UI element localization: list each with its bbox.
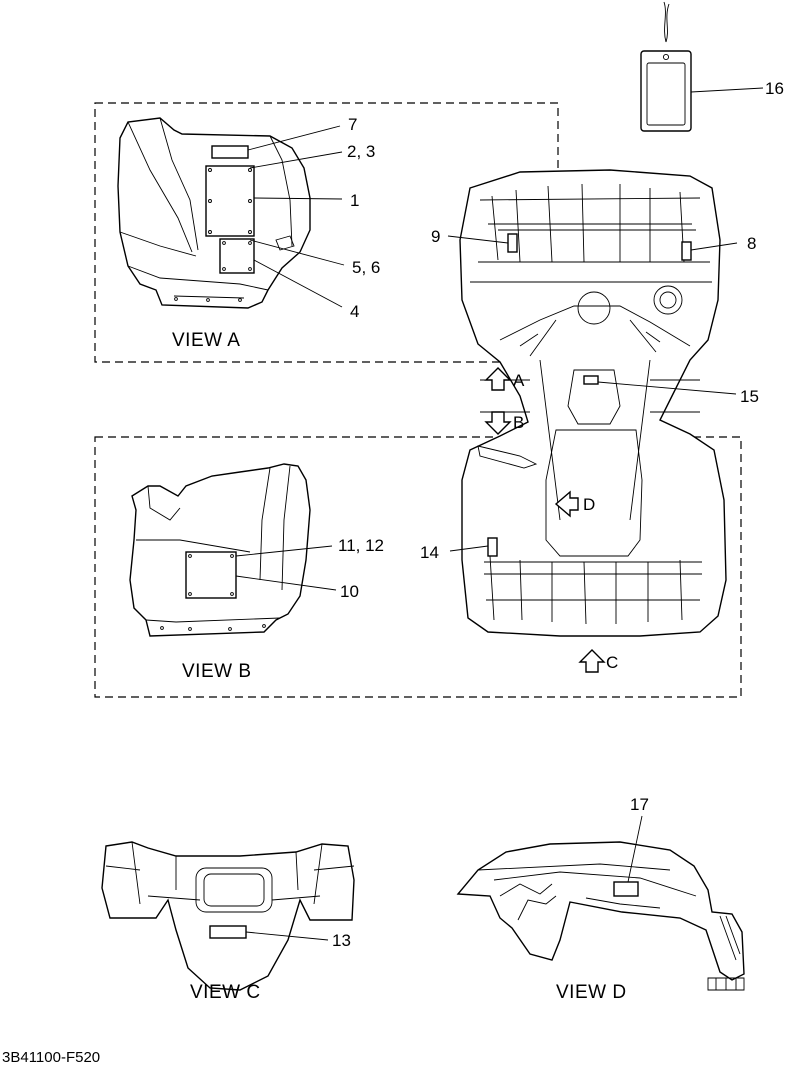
arrow-c-letter: C <box>606 653 618 672</box>
view-b-fender <box>129 463 311 637</box>
view-c-label: VIEW C <box>190 982 261 1003</box>
arrow-a-icon <box>484 367 512 391</box>
callout-5-6: 5, 6 <box>352 258 380 277</box>
view-d-label: VIEW D <box>556 982 627 1003</box>
arrow-b-icon <box>484 411 512 435</box>
callout-11-12: 11, 12 <box>338 536 384 555</box>
arrow-a-letter: A <box>513 371 525 390</box>
view-c-panel <box>101 841 355 991</box>
callout-14: 14 <box>420 543 439 562</box>
callout-8: 8 <box>747 234 756 253</box>
arrow-d-letter: D <box>583 495 595 514</box>
callout-2-3: 2, 3 <box>347 142 375 161</box>
arrow-c-icon <box>578 649 606 673</box>
view-b-leaders <box>235 545 337 591</box>
callout-17: 17 <box>630 795 649 814</box>
callout-9: 9 <box>431 227 440 246</box>
leader-13 <box>245 931 329 941</box>
atv-top-view <box>459 169 727 637</box>
callout-16: 16 <box>765 79 784 98</box>
callout-15: 15 <box>740 387 759 406</box>
leader-16 <box>690 87 764 93</box>
callout-1: 1 <box>350 191 359 210</box>
view-a-labels <box>205 145 255 274</box>
callout-13: 13 <box>332 931 351 950</box>
figure-code: 3B41100-F520 <box>2 1049 100 1066</box>
callout-4: 4 <box>350 302 359 321</box>
atv-leaders <box>447 235 738 552</box>
view-a-label: VIEW A <box>172 330 240 351</box>
view-a-leaders <box>247 125 345 308</box>
view-b-label: VIEW B <box>182 661 252 682</box>
view-d-fender <box>456 841 745 991</box>
callout-7: 7 <box>348 115 357 134</box>
callout-10: 10 <box>340 582 359 601</box>
hang-tag <box>640 1 692 132</box>
arrow-b-letter: B <box>513 413 524 432</box>
leader-17 <box>627 815 643 883</box>
arrow-d-icon <box>554 490 579 518</box>
